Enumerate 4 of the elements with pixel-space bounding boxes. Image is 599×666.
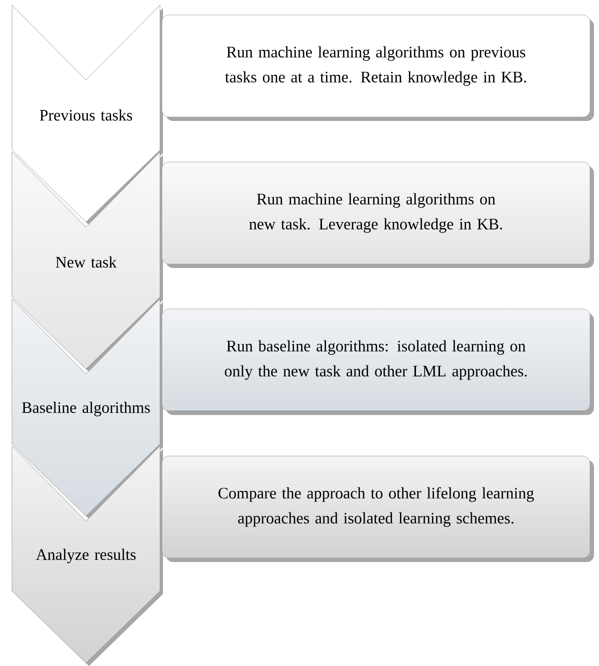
text-box: Run baseline algorithms: isolated learning on only the new task and other LML approaches. bbox=[162, 308, 594, 415]
text-box: Run machine learning algorithms on new task. Leverage knowledge in KB. bbox=[162, 162, 594, 268]
text-box: Run machine learning algorithms on previous tasks one at a time. Retain knowledge in KB. bbox=[162, 14, 594, 121]
text-box: Compare the approach to other lifelong learning approaches and isolated learning schemes. bbox=[162, 456, 594, 562]
